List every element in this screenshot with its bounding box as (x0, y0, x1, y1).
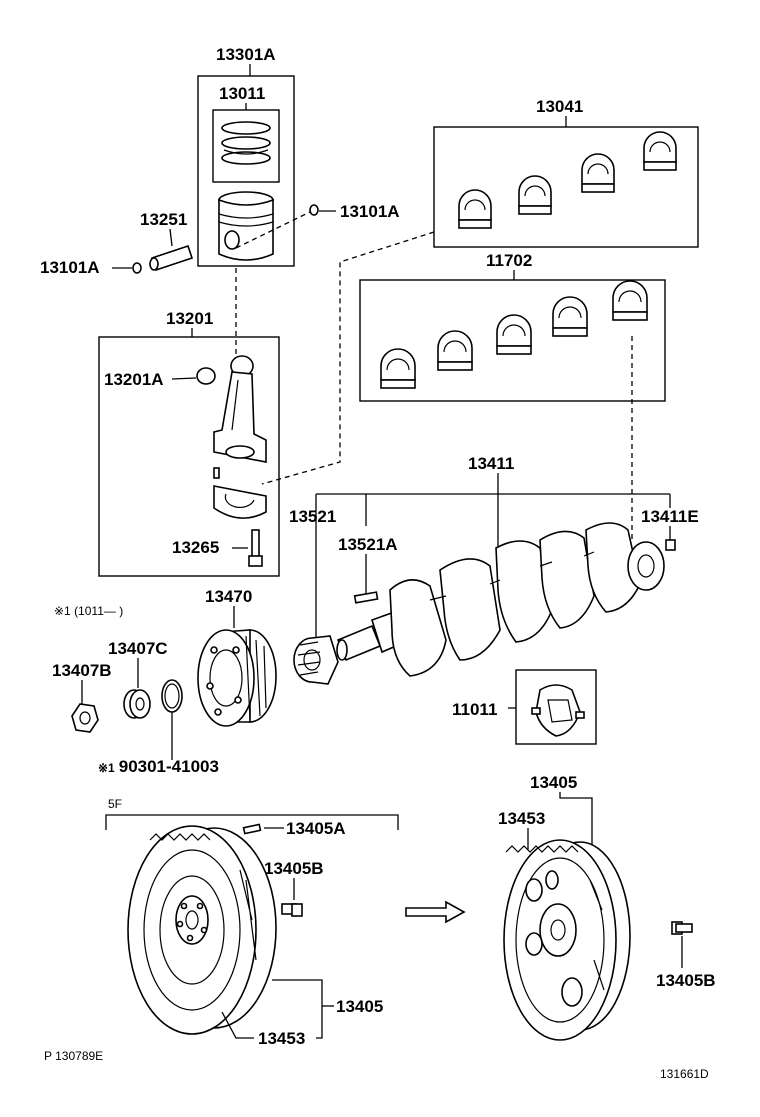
main-bearing-box (359, 279, 666, 402)
piston-assembly-group: 13301A 13011 13251 13101A (40, 45, 400, 355)
crank-timing-gear (293, 635, 339, 685)
piston-assembly-box (197, 75, 295, 267)
label-13405-left: 13405 (336, 997, 383, 1016)
conrod-bushing (196, 367, 216, 385)
label-13041: 13041 (536, 97, 583, 116)
conrod-bolt (248, 529, 263, 567)
pulley-washer (123, 689, 151, 719)
label-13407B: 13407B (52, 661, 112, 680)
note-mark-range: ※1 (1011— ) (54, 604, 123, 618)
connecting-rod-box (98, 336, 280, 577)
snap-ring-left (132, 262, 142, 274)
conrod-bearing-shells (458, 131, 677, 229)
label-11702: 11702 (486, 251, 532, 270)
label-11011: 11011 (452, 700, 497, 719)
label-13405-top: 13405 (530, 773, 577, 792)
drive-plate-bolt-right (671, 921, 693, 935)
crank-pulley-group: ※1 (1011— ) 13470 13407C 13407B (52, 587, 277, 776)
flywheel-dowel (242, 823, 262, 835)
conrod-bearing-box (433, 126, 699, 248)
label-13101A-right: 13101A (340, 202, 400, 221)
piston-rings (221, 121, 271, 165)
label-13301A: 13301A (216, 45, 276, 64)
footer-right-code: 131661D (660, 1067, 709, 1081)
label-13405B-left: 13405B (264, 859, 324, 878)
crankshaft-group: 13411 13521 13521A 13411E (289, 454, 699, 745)
label-13405B-right: 13405B (656, 971, 716, 990)
label-13405A: 13405A (286, 819, 346, 838)
piston-ring-box (212, 109, 280, 183)
label-13470: 13470 (205, 587, 252, 606)
conrod-bearing-group: 13041 (261, 97, 699, 485)
label-13251: 13251 (140, 210, 187, 229)
note-mark1: ※1 (98, 761, 115, 775)
piston-pin (149, 244, 194, 272)
thrust-washer-box (515, 669, 597, 745)
drive-plate-right-group: 13405 13453 13405B (498, 773, 716, 1041)
connecting-rod (213, 355, 267, 519)
label-13011: 13011 (219, 84, 265, 103)
flywheel (127, 825, 277, 1035)
piston (218, 191, 274, 261)
label-13201: 13201 (166, 309, 213, 328)
label-13411E: 13411E (641, 507, 699, 526)
label-13265: 13265 (172, 538, 219, 557)
conrod-dowel (213, 467, 220, 479)
main-bearing-group: 11702 (359, 251, 666, 540)
crank-pulley (197, 629, 277, 727)
crankshaft (336, 522, 665, 677)
label-13411: 13411 (468, 454, 514, 473)
label-13521A: 13521A (338, 535, 398, 554)
connecting-rod-group: 13201 13201A 13265 (98, 309, 280, 577)
crank-key (353, 591, 379, 604)
label-13101A-left: 13101A (40, 258, 100, 277)
note-5f: 5F (108, 797, 122, 811)
replacement-arrow (405, 900, 466, 924)
drive-plate (503, 839, 631, 1041)
thrust-washer (531, 684, 585, 737)
pulley-nut (71, 703, 99, 733)
label-13521: 13521 (289, 507, 336, 526)
flywheel-left-group: 5F 13405A 13405B 13405 13453 (105, 797, 399, 1048)
footer-left-code: P 130789E (44, 1049, 103, 1063)
main-bearing-shells (380, 280, 648, 389)
label-13453-right: 13453 (498, 809, 545, 828)
label-13407C: 13407C (108, 639, 168, 658)
label-13453-left: 13453 (258, 1029, 305, 1048)
label-13201A: 13201A (104, 370, 164, 389)
flywheel-bolt-left (281, 903, 303, 917)
snap-ring-right (309, 204, 319, 216)
crank-pilot-bushing (665, 539, 676, 551)
